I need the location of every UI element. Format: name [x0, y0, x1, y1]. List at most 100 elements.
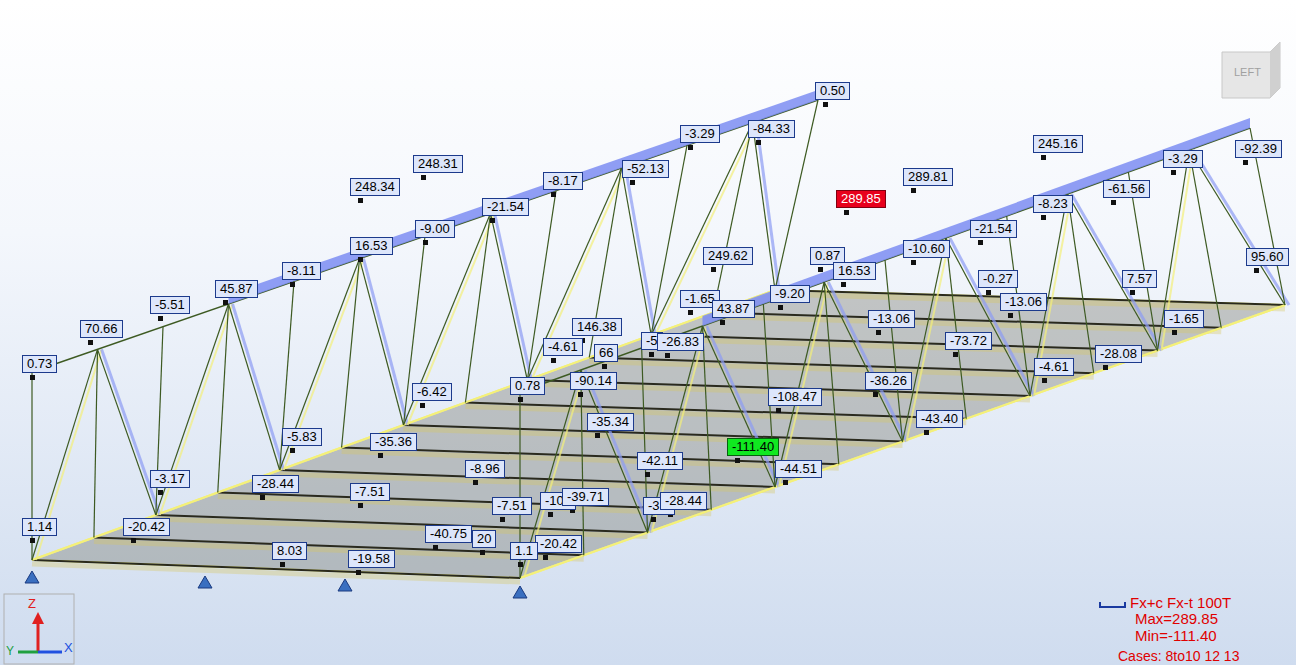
axis-z — [37, 622, 40, 652]
diagonal-force-diagram — [495, 213, 532, 380]
force-value: 248.31 — [413, 155, 463, 173]
node-marker — [720, 320, 725, 325]
cube-face-label: LEFT — [1234, 66, 1261, 78]
force-value: -19.58 — [348, 550, 395, 568]
force-value: -35.36 — [370, 433, 417, 451]
force-value: 289.81 — [903, 168, 953, 186]
force-value: -61.56 — [1103, 180, 1150, 198]
force-value: 146.38 — [572, 318, 622, 336]
beam-force-diagram — [651, 339, 1157, 355]
force-value: -8.17 — [543, 172, 583, 190]
diagonal-force-diagram — [652, 326, 707, 533]
truss-vertical — [581, 370, 584, 555]
truss-diagonal — [703, 326, 776, 487]
axis-x — [38, 651, 62, 654]
node-marker — [1042, 378, 1047, 383]
truss-diagonal — [775, 282, 824, 487]
node-marker — [783, 480, 788, 485]
force-value: -7.51 — [350, 483, 390, 501]
truss-vertical — [703, 326, 712, 510]
force-value: 1.14 — [22, 518, 57, 536]
force-value: 45.87 — [215, 280, 258, 298]
node-marker — [158, 316, 163, 321]
force-value: -5.83 — [282, 428, 322, 446]
force-value: -9.00 — [415, 220, 455, 238]
truss-diagonal — [622, 168, 652, 335]
force-value: -8.96 — [465, 460, 505, 478]
node-marker — [630, 180, 635, 185]
axis-frame — [4, 594, 74, 664]
force-value: 7.57 — [1122, 270, 1157, 288]
beam-force-diagram — [404, 429, 903, 446]
diagonal-force-diagram — [1193, 150, 1289, 305]
node-marker — [1243, 160, 1248, 165]
truss-diagonal — [280, 259, 360, 470]
force-value: 0.73 — [22, 355, 57, 373]
truss-vertical — [824, 282, 839, 464]
node-marker — [953, 352, 958, 357]
node-marker — [688, 145, 693, 150]
force-value: -13.06 — [868, 310, 915, 328]
node-marker — [756, 140, 761, 145]
node-marker — [290, 282, 295, 287]
result-note: Min=-111.40 — [1135, 627, 1217, 644]
node-marker — [595, 433, 600, 438]
node-marker — [1172, 330, 1177, 335]
force-value: -20.42 — [123, 518, 170, 536]
force-value: -13.06 — [1000, 293, 1047, 311]
support-symbol — [338, 579, 352, 591]
node-marker — [433, 545, 438, 550]
node-marker — [735, 458, 740, 463]
truss-vertical — [1068, 194, 1094, 373]
diagonal-force-diagram — [707, 326, 780, 487]
force-value: -44.51 — [775, 460, 822, 478]
force-value: -21.54 — [970, 220, 1017, 238]
support-symbol — [25, 571, 39, 583]
node-marker — [423, 240, 428, 245]
force-value: -8.23 — [1033, 195, 1073, 213]
node-marker — [1254, 268, 1259, 273]
node-marker — [978, 240, 983, 245]
node-marker — [1111, 200, 1116, 205]
node-marker — [665, 353, 670, 358]
force-value: 0.50 — [815, 82, 850, 100]
force-value: -8.11 — [282, 262, 321, 280]
node-marker — [490, 218, 495, 223]
node-marker — [131, 538, 136, 543]
diagonal-force-diagram — [102, 349, 160, 515]
force-value: 16.53 — [833, 262, 876, 280]
node-marker — [688, 310, 693, 315]
node-marker — [602, 364, 607, 369]
force-value: -7.51 — [492, 497, 532, 515]
node-marker — [924, 430, 929, 435]
axis-label: X — [64, 640, 73, 655]
node-marker — [876, 330, 881, 335]
force-value: -84.33 — [748, 120, 795, 138]
beam-force-diagram — [32, 564, 520, 582]
deck-slab — [32, 290, 1285, 578]
force-value: -52.13 — [622, 160, 669, 178]
view-cube — [1222, 42, 1280, 98]
diagonal-force-diagram — [950, 238, 1034, 396]
diagonal-force-diagram — [531, 168, 625, 380]
force-value: -92.39 — [1235, 140, 1282, 158]
force-value: 1.1 — [510, 542, 538, 560]
force-value: -39.71 — [562, 488, 609, 506]
force-value: 43.87 — [712, 300, 755, 318]
truss-diagonal — [229, 304, 280, 470]
truss-diagonal — [491, 213, 528, 380]
force-value: -20.42 — [535, 535, 582, 553]
truss-diagonal — [98, 349, 156, 515]
node-marker — [223, 300, 228, 305]
truss-vertical — [885, 260, 903, 442]
node-marker — [473, 480, 478, 485]
truss-vertical — [465, 213, 490, 402]
axis-y — [18, 651, 38, 654]
force-value: 248.34 — [350, 178, 400, 196]
force-value: -0.27 — [978, 270, 1018, 288]
node-marker — [378, 453, 383, 458]
node-marker — [645, 472, 650, 477]
node-marker — [356, 570, 361, 575]
force-value: 8.03 — [272, 542, 307, 560]
force-value: 289.85 — [836, 190, 886, 208]
